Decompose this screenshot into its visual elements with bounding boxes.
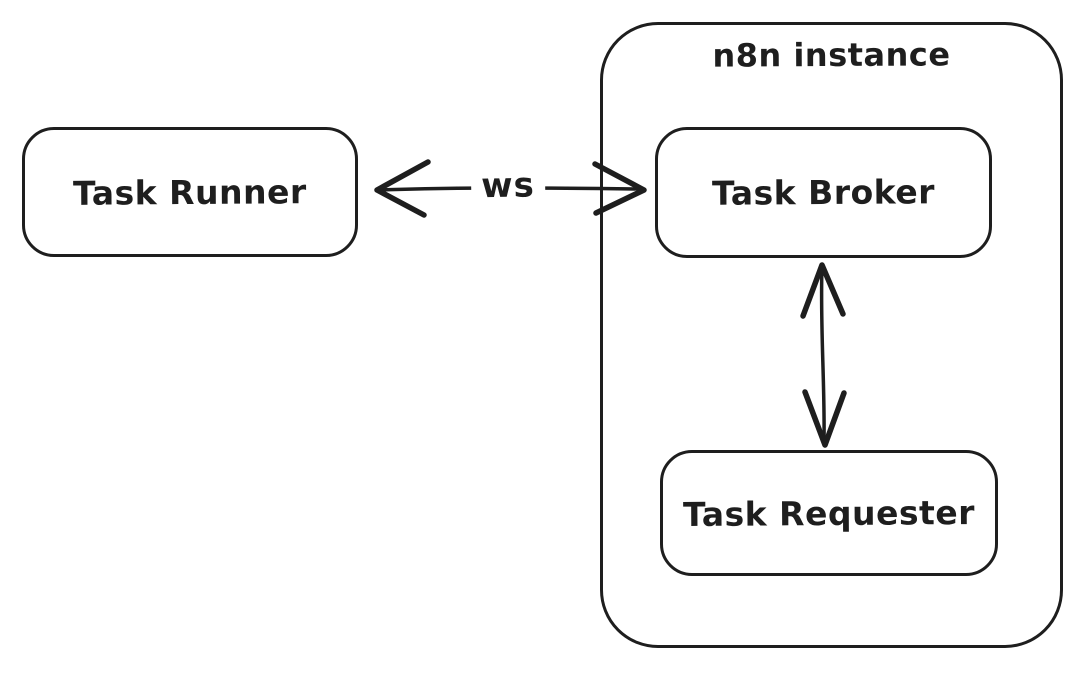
task-requester-node: Task Requester bbox=[660, 450, 998, 576]
task-broker-node: Task Broker bbox=[655, 127, 992, 258]
n8n-instance-label: n8n instance bbox=[712, 35, 951, 75]
task-runner-node: Task Runner bbox=[22, 127, 358, 257]
task-broker-label: Task Broker bbox=[711, 172, 936, 213]
arrowhead-left bbox=[374, 159, 431, 218]
task-requester-label: Task Requester bbox=[682, 492, 976, 534]
task-runner-label: Task Runner bbox=[73, 171, 307, 213]
ws-edge-label: ws bbox=[470, 165, 546, 206]
n8n-instance-container bbox=[600, 22, 1063, 648]
